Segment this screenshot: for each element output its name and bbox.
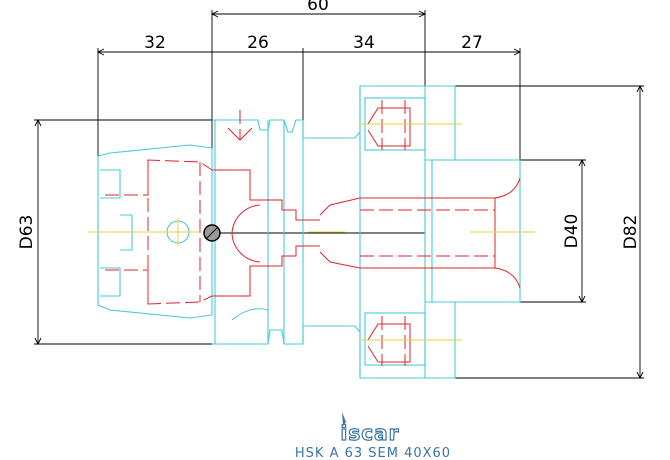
dim-segment-26: 26 <box>247 33 269 53</box>
dim-d63: D63 <box>17 215 37 250</box>
dim-segment-34: 34 <box>353 33 375 53</box>
dimension-lines <box>34 10 644 380</box>
hidden-lines <box>105 100 521 366</box>
iscar-logo: iscar <box>340 412 400 446</box>
logo-text: iscar <box>341 421 400 445</box>
dim-segment-27: 27 <box>461 33 483 53</box>
part-designation: HSK A 63 SEM 40X60 <box>295 446 451 460</box>
dim-d40: D40 <box>562 214 582 249</box>
dim-overall-60: 60 <box>307 0 329 15</box>
centerlines <box>88 123 535 341</box>
dim-d82: D82 <box>621 215 641 250</box>
dim-segment-32: 32 <box>144 33 166 53</box>
